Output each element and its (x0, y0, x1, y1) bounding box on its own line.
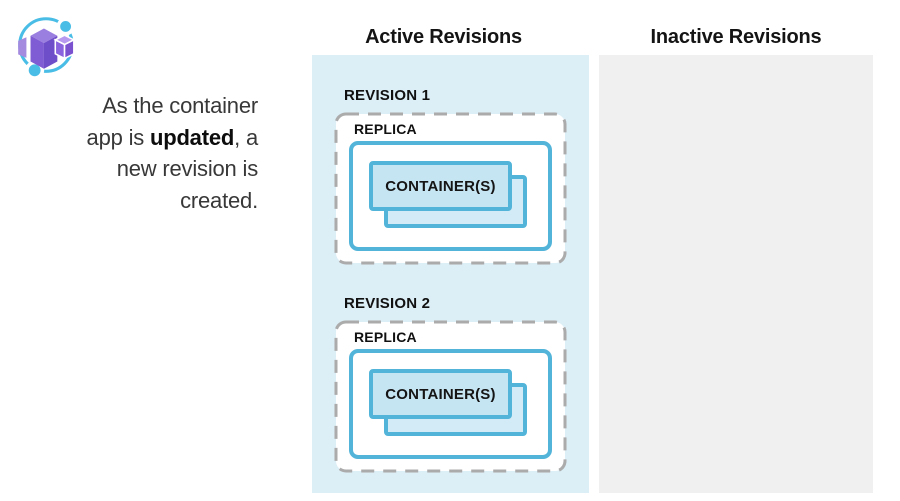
active-revisions-title: Active Revisions (365, 26, 522, 48)
revision-2-containers-label: CONTAINER(S) (385, 385, 496, 403)
revision-1-replica-label: REPLICA (354, 121, 417, 137)
revision-1-box: REPLICA CONTAINER(S) (334, 112, 567, 265)
intro-line-3: new revision is (116, 156, 258, 181)
revision-1-replica-box: CONTAINER(S) (349, 141, 552, 251)
container-apps-logo-svg (18, 17, 76, 80)
revision-1-label: REVISION 1 (344, 87, 431, 104)
intro-line-4: created. (180, 187, 258, 213)
revision-1-container-front-card: CONTAINER(S) (369, 161, 512, 211)
revision-2-replica-label: REPLICA (354, 329, 417, 345)
intro-line-2-post: , a (234, 124, 258, 150)
revision-2-box: REPLICA CONTAINER(S) (334, 320, 567, 473)
intro-line-1: As the container (102, 93, 258, 118)
intro-updated-bold: updated (149, 124, 235, 150)
intro-line-2-pre: app is (86, 124, 150, 150)
inactive-revisions-title: Inactive Revisions (650, 26, 822, 48)
revision-1-containers-label: CONTAINER(S) (385, 177, 496, 195)
revision-2-container-front-card: CONTAINER(S) (369, 369, 512, 419)
revision-2-replica-box: CONTAINER(S) (349, 349, 552, 459)
inactive-revisions-panel (599, 55, 873, 493)
active-revisions-panel: REVISION 1 REPLICA CONTAINER(S) REVISION… (312, 55, 589, 493)
azure-container-apps-icon (13, 11, 79, 80)
intro-text: As the container app is updated, a new r… (28, 90, 259, 216)
revision-2-label: REVISION 2 (344, 295, 431, 312)
